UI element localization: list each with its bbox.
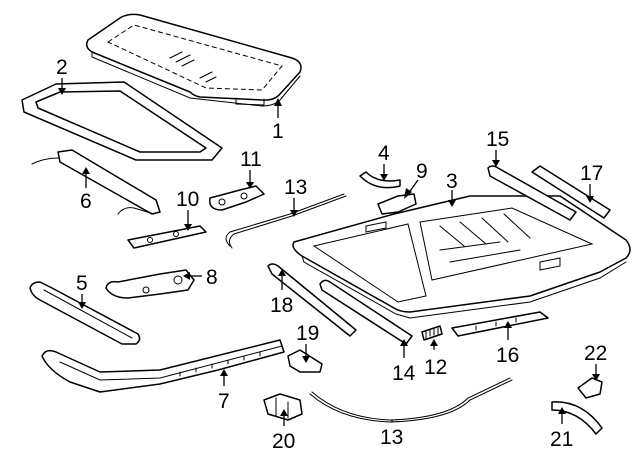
callout-2: 2 <box>56 56 68 79</box>
callout-7: 7 <box>218 390 230 413</box>
part-13-drain-hose-upper-inner <box>228 195 347 249</box>
part-11-hinge-bracket <box>209 185 265 211</box>
part-13-drain-hose-upper <box>225 193 345 247</box>
part-15-seal-strip <box>487 165 577 221</box>
callout-22: 22 <box>584 342 607 365</box>
part-17-seal-strip <box>531 165 611 219</box>
callout-6: 6 <box>80 190 92 213</box>
callout-10: 10 <box>176 188 199 211</box>
part-4-handle <box>359 171 401 189</box>
part-9-bracket <box>377 193 417 215</box>
callout-13-lower: 13 <box>380 426 403 449</box>
part-18-side-seal <box>267 263 357 337</box>
callout-16: 16 <box>496 344 519 367</box>
part-5-bracket <box>29 281 141 345</box>
part-2-glass-seal <box>21 81 223 161</box>
part-22-plug <box>577 377 603 399</box>
callout-19: 19 <box>296 322 319 345</box>
part-8-lift-mechanism <box>105 269 195 299</box>
part-13-drain-hose-lower <box>309 379 513 423</box>
callout-12: 12 <box>424 356 447 379</box>
part-14-side-seal <box>319 279 413 345</box>
part-6-wind-deflector <box>31 149 161 215</box>
callout-9: 9 <box>416 160 428 183</box>
callout-21: 21 <box>550 428 573 451</box>
callout-20: 20 <box>272 430 295 453</box>
part-7-guide-rail <box>41 339 285 393</box>
part-1-glass-panel <box>85 13 302 107</box>
part-3-frame-housing <box>292 195 631 319</box>
callout-13-upper: 13 <box>284 176 307 199</box>
callout-4: 4 <box>378 142 390 165</box>
callout-3: 3 <box>446 170 458 193</box>
part-20-motor-bracket <box>263 393 303 421</box>
callout-labels: 1 2 3 4 5 6 7 8 9 10 11 12 13 13 14 15 1… <box>56 56 607 453</box>
callout-11: 11 <box>240 148 262 171</box>
part-16-guide-rail <box>451 311 549 337</box>
part-10-guide-bracket <box>127 225 207 249</box>
callout-5: 5 <box>76 272 88 295</box>
callout-18: 18 <box>270 294 293 317</box>
callout-17: 17 <box>580 162 603 185</box>
callout-1: 1 <box>272 120 284 143</box>
part-12-clip <box>421 325 443 341</box>
part-13-drain-hose-lower-inner <box>311 377 511 421</box>
callout-14: 14 <box>392 362 416 385</box>
callout-8: 8 <box>206 266 218 289</box>
callout-15: 15 <box>486 128 509 151</box>
leader-lines <box>58 78 600 426</box>
